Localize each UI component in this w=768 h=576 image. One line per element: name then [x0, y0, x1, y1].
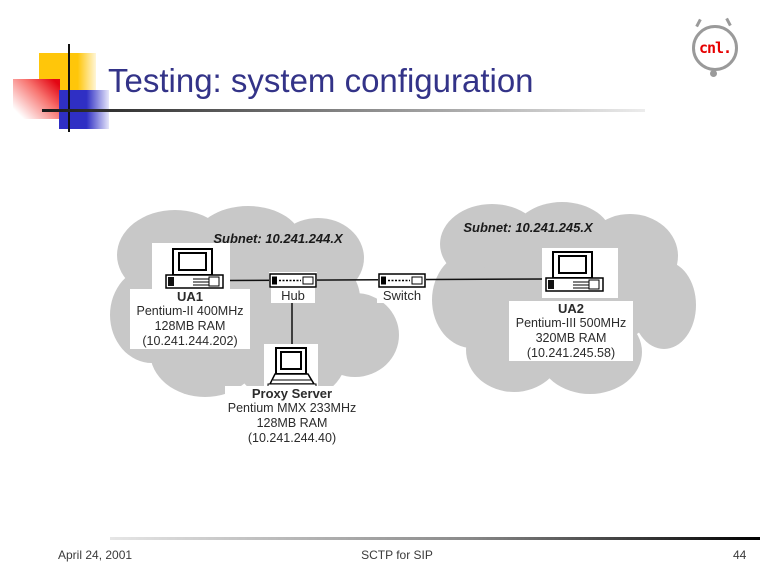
title-underline [42, 109, 645, 112]
ua1-cpu: Pentium-II 400MHz [136, 304, 244, 318]
switch-label: Switch [377, 288, 427, 303]
footer-line [110, 537, 760, 540]
decoration-red-square [13, 79, 60, 119]
ua1-label-block: UA1 Pentium-II 400MHz 128MB RAM (10.241.… [130, 289, 250, 349]
subnet-right-label: Subnet: 10.241.245.X [463, 220, 593, 235]
proxy-ip: (10.241.244.40) [247, 431, 337, 445]
proxy-cpu: Pentium MMX 233MHz [227, 401, 357, 415]
ua2-computer-icon [542, 248, 618, 298]
footer-date: April 24, 2001 [58, 548, 133, 562]
logo-dot-icon [710, 70, 717, 77]
decoration-vertical-line [68, 44, 70, 132]
hub-icon [269, 272, 317, 288]
ua2-name: UA2 [557, 301, 584, 316]
ua1-ram: 128MB RAM [154, 319, 226, 333]
ua1-name: UA1 [176, 289, 203, 304]
proxy-server-icon [264, 344, 318, 388]
footer-title: SCTP for SIP [361, 548, 433, 562]
subnet-left-label: Subnet: 10.241.244.X [213, 231, 343, 246]
switch-icon [378, 272, 426, 288]
ua1-computer-icon [152, 243, 230, 291]
proxy-ram: 128MB RAM [256, 416, 328, 430]
logo-tick-icon [695, 18, 702, 28]
ua2-ram: 320MB RAM [535, 331, 607, 345]
hub-label: Hub [271, 288, 315, 303]
proxy-name: Proxy Server [251, 386, 333, 401]
ua1-ip: (10.241.244.202) [142, 334, 238, 348]
footer-page-number: 44 [733, 548, 747, 562]
logo-circle-icon: cnl. [692, 25, 738, 71]
logo-tick-icon [725, 17, 732, 27]
ua2-cpu: Pentium-III 500MHz [515, 316, 627, 330]
logo-text: cnl. [698, 39, 732, 57]
slide-title: Testing: system configuration [108, 62, 534, 99]
ua2-label-block: UA2 Pentium-III 500MHz 320MB RAM (10.241… [509, 301, 633, 361]
cnl-logo: cnl. [688, 16, 744, 80]
ua2-ip: (10.241.245.58) [526, 346, 616, 360]
proxy-label-block: Proxy Server Pentium MMX 233MHz 128MB RA… [225, 386, 359, 446]
